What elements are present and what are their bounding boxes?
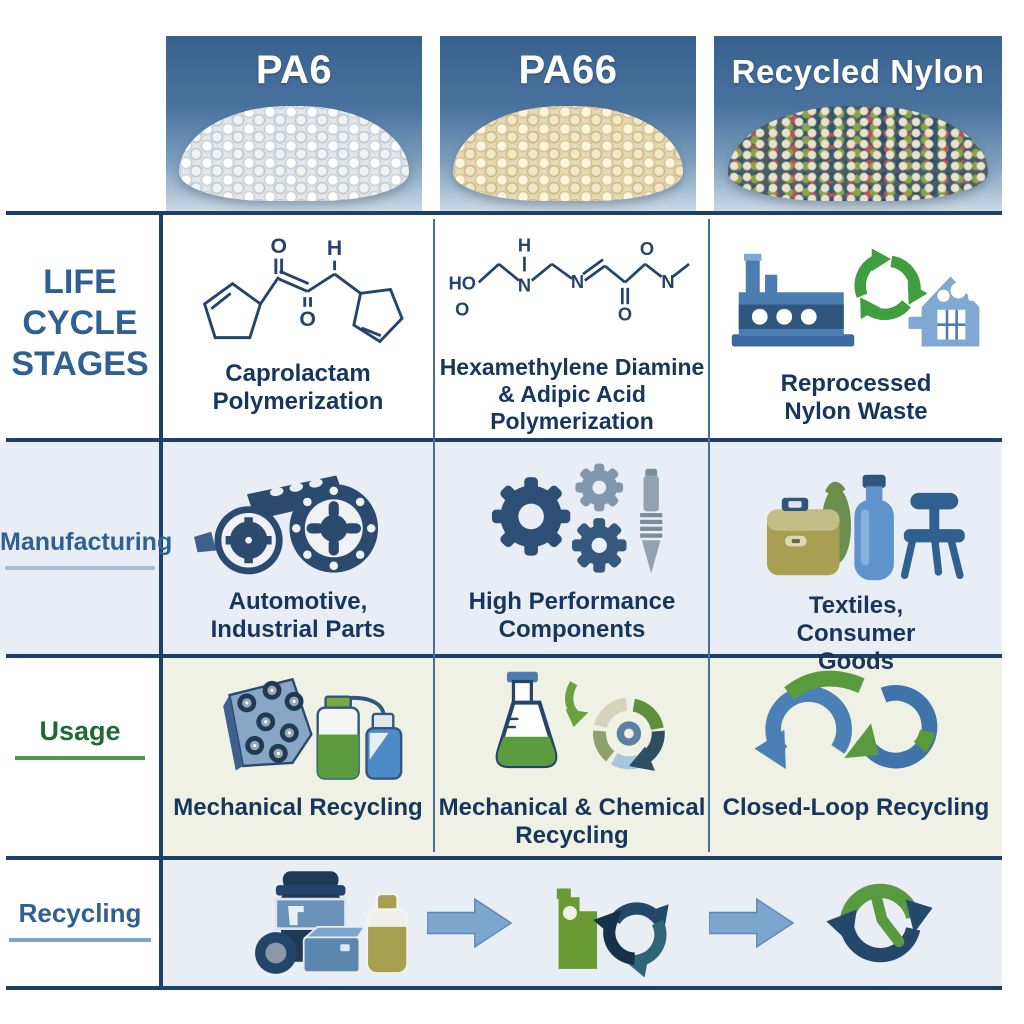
atom-label: O: [640, 238, 654, 259]
stage-caption: Caprolactam Polymerization: [212, 360, 384, 416]
column-header-pa66: PA66: [518, 48, 618, 92]
row-label-manufacturing: Manufacturing: [0, 528, 172, 570]
atom-label: H: [518, 234, 531, 255]
atom-label: N: [518, 274, 531, 295]
waste-containers-icon: [215, 864, 415, 982]
atom-label: O: [618, 304, 632, 325]
manufacturing-label-text: Manufacturing: [0, 528, 173, 556]
atom-label: HO: [449, 273, 476, 294]
row-label-recycling: Recycling: [0, 898, 160, 942]
hexamethylene-structure-icon: HO O H N N O O N: [444, 224, 700, 348]
stage-caption: Reprocessed Nylon Waste: [780, 370, 932, 426]
atom-label: H: [327, 237, 342, 260]
divider-line: [6, 654, 1002, 658]
bag-bottle-chair-icon: [731, 450, 981, 586]
label-column-divider: [159, 215, 163, 986]
automotive-parts-icon: [178, 450, 418, 582]
shred-recycle-arrows-icon: [525, 864, 697, 982]
column-divider: [433, 219, 435, 852]
cell-stages-recycled: Reprocessed Nylon Waste: [712, 224, 1000, 436]
header-panel-pa6: PA6: [166, 36, 422, 211]
factory-recycle-house-icon: [716, 224, 996, 364]
cell-usage-pa66: Mechanical & Chemical Recycling: [438, 662, 706, 852]
divider-line: [6, 986, 1002, 990]
gears-drill-icon: [457, 450, 687, 582]
usage-underline: [15, 756, 145, 760]
closed-loop-arrows-icon: [724, 662, 988, 788]
right-arrow-icon: [427, 894, 513, 952]
recycling-flow-strip: [170, 862, 1002, 984]
divider-line: [6, 211, 1002, 215]
atom-label: O: [455, 298, 469, 319]
usage-row-background: [163, 658, 1002, 856]
cell-usage-pa6: Mechanical Recycling: [166, 662, 430, 852]
usage-caption: Closed-Loop Recycling: [722, 794, 990, 821]
column-header-pa6: PA6: [255, 48, 333, 92]
recycled-pellet-pile-image: [728, 106, 988, 201]
cell-manufacturing-pa6: Automotive, Industrial Parts: [166, 450, 430, 650]
cell-stages-pa6: O H O Caprolactam Polymerization: [166, 224, 430, 436]
atom-label: O: [299, 308, 315, 331]
column-header-recycled-nylon: Recycled Nylon: [731, 53, 985, 90]
usage-caption: Mechanical & Chemical Recycling: [438, 794, 706, 850]
cell-manufacturing-pa66: High Performance Components: [438, 450, 706, 650]
usage-caption: Mechanical Recycling: [173, 794, 423, 821]
flask-recycle-ring-icon: [450, 662, 694, 788]
row-label-life-cycle-stages: LIFE CYCLE STAGES: [11, 263, 149, 383]
recycling-label-text: Recycling: [18, 898, 142, 928]
atom-label: O: [271, 235, 287, 258]
manufacturing-caption: Automotive, Industrial Parts: [210, 588, 386, 644]
header-panel-pa66: PA66: [440, 36, 696, 211]
divider-line: [6, 438, 1002, 442]
column-divider: [708, 219, 710, 852]
atom-label: N: [661, 271, 674, 292]
clock-recycle-arrows-icon: [807, 864, 957, 982]
cell-stages-pa66: HO O H N N O O N Hexamethylene Diamine &…: [438, 224, 706, 436]
header-panel-recycled-nylon: Recycled Nylon: [714, 36, 1002, 211]
manufacturing-underline: [5, 566, 155, 570]
divider-line: [6, 856, 1002, 860]
caprolactam-structure-icon: O H O: [178, 224, 418, 354]
row-label-usage: Usage: [0, 716, 160, 760]
part-and-bottles-icon: [180, 662, 416, 788]
recycling-underline: [9, 938, 151, 942]
manufacturing-caption: High Performance Components: [468, 588, 676, 644]
pa6-pellet-pile-image: [178, 106, 410, 201]
pa66-pellet-pile-image: [452, 106, 684, 201]
stage-caption: Hexamethylene Diamine & Adipic Acid Poly…: [439, 354, 705, 434]
cell-usage-recycled: Closed-Loop Recycling: [712, 662, 1000, 852]
cell-manufacturing-recycled: Textiles, Consumer Goods: [712, 450, 1000, 675]
right-arrow-icon: [709, 894, 795, 952]
usage-label-text: Usage: [39, 716, 121, 746]
atom-label: N: [571, 271, 584, 292]
